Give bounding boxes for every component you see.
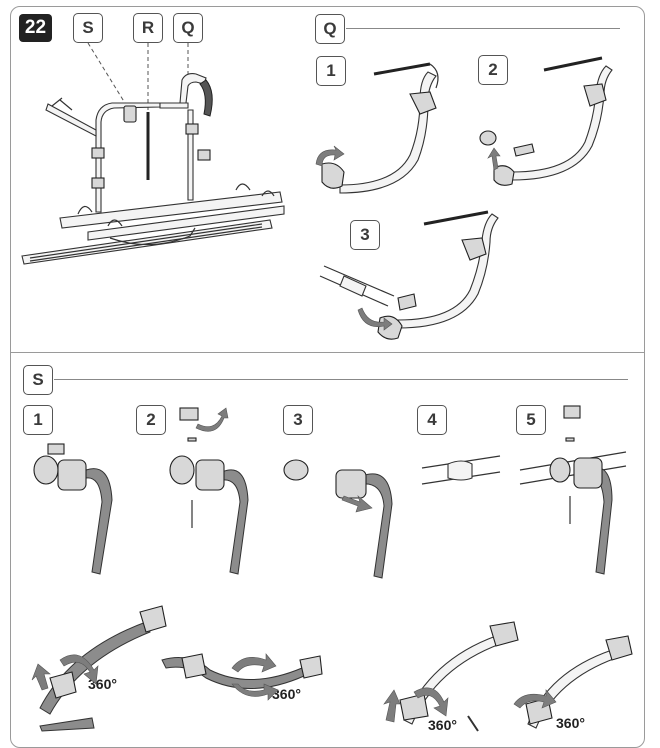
overview-label-r: R xyxy=(133,13,163,43)
overview-label-q: Q xyxy=(173,13,203,43)
s-step-4-illustration xyxy=(421,455,501,485)
section-q-rule xyxy=(346,28,620,29)
s-step-3-illustration xyxy=(283,459,393,579)
s-step-5: 5 xyxy=(516,405,546,435)
q-step-1: 1 xyxy=(316,56,346,86)
s-step-1: 1 xyxy=(23,405,53,435)
s-step-2-illustration xyxy=(169,407,249,575)
q-step-3: 3 xyxy=(350,220,380,250)
q-step-1-illustration xyxy=(315,62,439,194)
q-step-3-illustration xyxy=(319,210,499,340)
rotation-label: 360° xyxy=(272,686,301,702)
s-step-5-illustration xyxy=(519,405,627,575)
section-q-label: Q xyxy=(315,14,345,44)
rotation-label: 360° xyxy=(556,715,585,731)
rotation-illustration-1 xyxy=(31,605,167,732)
section-divider xyxy=(10,352,644,353)
s-step-3: 3 xyxy=(283,405,313,435)
overview-label-s: S xyxy=(73,13,103,43)
q-step-2: 2 xyxy=(478,55,508,85)
q-step-2-illustration xyxy=(479,56,613,186)
rotation-illustration-4 xyxy=(513,635,633,729)
instruction-page: 22 S R Q Q 1 2 3 S 1 2 3 4 5 360° 360° 3… xyxy=(10,6,645,748)
rotation-illustration-2 xyxy=(161,653,323,701)
figure-number: 22 xyxy=(19,14,52,42)
bike-carrier-illustration xyxy=(21,42,285,265)
section-s-label: S xyxy=(23,365,53,395)
rotation-label: 360° xyxy=(428,717,457,733)
illustrations xyxy=(21,42,633,732)
section-s-rule xyxy=(54,379,628,380)
rotation-illustration-3 xyxy=(383,621,519,732)
s-step-2: 2 xyxy=(136,405,166,435)
s-step-4: 4 xyxy=(417,405,447,435)
s-step-1-illustration xyxy=(33,443,113,575)
